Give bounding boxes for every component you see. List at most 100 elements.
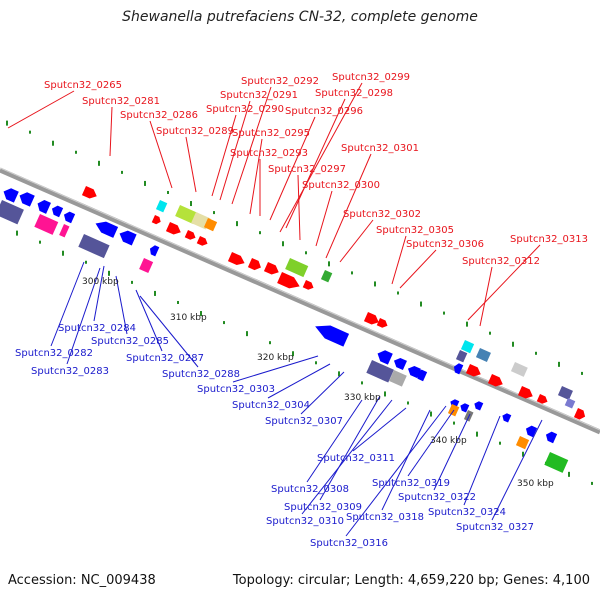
reverse-gene-label[interactable]: Sputcn32_0284 — [58, 323, 136, 334]
reverse-gene-arrow — [545, 431, 558, 444]
gene-box — [34, 214, 59, 235]
reverse-gene-label[interactable]: Sputcn32_0308 — [271, 484, 349, 495]
tick-mark — [374, 281, 376, 287]
reverse-gene-arrow — [393, 357, 407, 371]
leader-line — [219, 100, 251, 201]
tick-mark — [121, 170, 123, 174]
reverse-gene-label[interactable]: Sputcn32_0283 — [31, 366, 109, 377]
forward-gene-label[interactable]: Sputcn32_0312 — [462, 256, 540, 267]
forward-gene-label[interactable]: Sputcn32_0299 — [332, 72, 410, 83]
reverse-gene-label[interactable]: Sputcn32_0311 — [317, 453, 395, 464]
reverse-gene-label[interactable]: Sputcn32_0287 — [126, 353, 204, 364]
forward-gene-arrow — [165, 222, 181, 235]
tick-mark — [361, 381, 363, 385]
forward-gene-label[interactable]: Sputcn32_0297 — [268, 164, 346, 175]
leader-line — [135, 289, 163, 352]
leader-line — [301, 399, 393, 515]
tick-mark — [213, 211, 215, 215]
reverse-gene-label[interactable]: Sputcn32_0324 — [428, 507, 506, 518]
forward-gene-label[interactable]: Sputcn32_0301 — [341, 143, 419, 154]
tick-mark — [259, 231, 261, 235]
forward-gene-label[interactable]: Sputcn32_0292 — [241, 76, 319, 87]
reverse-gene-arrow — [460, 403, 470, 413]
tick-mark — [52, 140, 54, 146]
forward-gene-label[interactable]: Sputcn32_0295 — [232, 128, 310, 139]
leader-line — [467, 244, 541, 321]
tick-mark — [430, 411, 432, 417]
leader-line — [267, 363, 331, 399]
leader-line — [231, 86, 272, 205]
gene-box — [59, 224, 70, 238]
leader-line — [300, 371, 345, 415]
tick-mark — [39, 240, 41, 244]
reverse-gene-arrow — [315, 325, 350, 347]
forward-gene-label[interactable]: Sputcn32_0291 — [220, 90, 298, 101]
leader-line — [269, 116, 316, 221]
reverse-gene-label[interactable]: Sputcn32_0307 — [265, 416, 343, 427]
forward-gene-label[interactable]: Sputcn32_0290 — [206, 104, 284, 115]
reverse-gene-label[interactable]: Sputcn32_0309 — [284, 502, 362, 513]
forward-gene-arrow — [465, 364, 481, 377]
forward-gene-arrow — [363, 312, 379, 325]
leader-lines — [7, 82, 543, 537]
tick-mark — [154, 290, 156, 296]
leader-line — [352, 407, 407, 452]
reverse-gene-label[interactable]: Sputcn32_0303 — [197, 384, 275, 395]
kbp-label: 330 kbp — [344, 393, 381, 403]
reverse-gene-label[interactable]: Sputcn32_0304 — [232, 400, 310, 411]
gene-box — [455, 350, 468, 363]
gene-box — [515, 436, 530, 450]
forward-gene-label[interactable]: Sputcn32_0296 — [285, 106, 363, 117]
tick-mark — [453, 421, 455, 425]
tick-mark — [98, 160, 100, 166]
forward-gene-label[interactable]: Sputcn32_0289 — [156, 126, 234, 137]
tick-mark — [591, 481, 593, 485]
reverse-gene-label[interactable]: Sputcn32_0288 — [162, 369, 240, 380]
forward-gene-label[interactable]: Sputcn32_0293 — [230, 148, 308, 159]
reverse-gene-label[interactable]: Sputcn32_0318 — [346, 512, 424, 523]
tick-mark — [282, 241, 284, 247]
tick-mark — [522, 451, 524, 457]
tick-mark — [315, 361, 317, 365]
tick-mark — [407, 401, 409, 405]
kbp-label: 340 kbp — [430, 436, 467, 446]
gene-box — [460, 340, 475, 354]
gene-box — [510, 362, 528, 377]
forward-gene-label[interactable]: Sputcn32_0302 — [343, 209, 421, 220]
accession-text: Accession: NC_009438 — [8, 573, 156, 588]
tick-mark — [512, 341, 514, 347]
forward-gene-arrow — [263, 262, 279, 275]
leader-line — [7, 90, 75, 129]
forward-gene-label[interactable]: Sputcn32_0300 — [302, 180, 380, 191]
reverse-gene-arrow — [525, 425, 538, 438]
reverse-gene-label[interactable]: Sputcn32_0327 — [456, 522, 534, 533]
reverse-gene-arrow — [63, 211, 76, 224]
forward-gene-label[interactable]: Sputcn32_0306 — [406, 239, 484, 250]
reverse-gene-label[interactable]: Sputcn32_0322 — [398, 492, 476, 503]
leader-line — [325, 153, 372, 259]
reverse-gene-label[interactable]: Sputcn32_0282 — [15, 348, 93, 359]
reverse-gene-arrow — [95, 221, 119, 238]
tick-mark — [499, 441, 501, 445]
tick-mark — [351, 271, 353, 275]
forward-gene-label[interactable]: Sputcn32_0313 — [510, 234, 588, 245]
forward-gene-label[interactable]: Sputcn32_0281 — [82, 96, 160, 107]
forward-gene-label[interactable]: Sputcn32_0298 — [315, 88, 393, 99]
tick-mark — [246, 331, 248, 337]
tick-mark — [397, 291, 399, 295]
gene-box — [78, 233, 110, 259]
forward-gene-label[interactable]: Sputcn32_0286 — [120, 110, 198, 121]
reverse-gene-label[interactable]: Sputcn32_0285 — [91, 336, 169, 347]
reverse-gene-label[interactable]: Sputcn32_0319 — [372, 478, 450, 489]
tick-mark — [29, 130, 31, 134]
forward-gene-label[interactable]: Sputcn32_0265 — [44, 80, 122, 91]
leader-line — [285, 98, 346, 229]
leader-line — [306, 399, 363, 483]
forward-gene-label[interactable]: Sputcn32_0305 — [376, 225, 454, 236]
leader-line — [433, 413, 471, 491]
reverse-gene-arrow — [474, 401, 484, 411]
gene-box — [366, 360, 394, 383]
reverse-gene-label[interactable]: Sputcn32_0310 — [266, 516, 344, 527]
gene-layer — [0, 186, 586, 473]
reverse-gene-label[interactable]: Sputcn32_0316 — [310, 538, 388, 549]
